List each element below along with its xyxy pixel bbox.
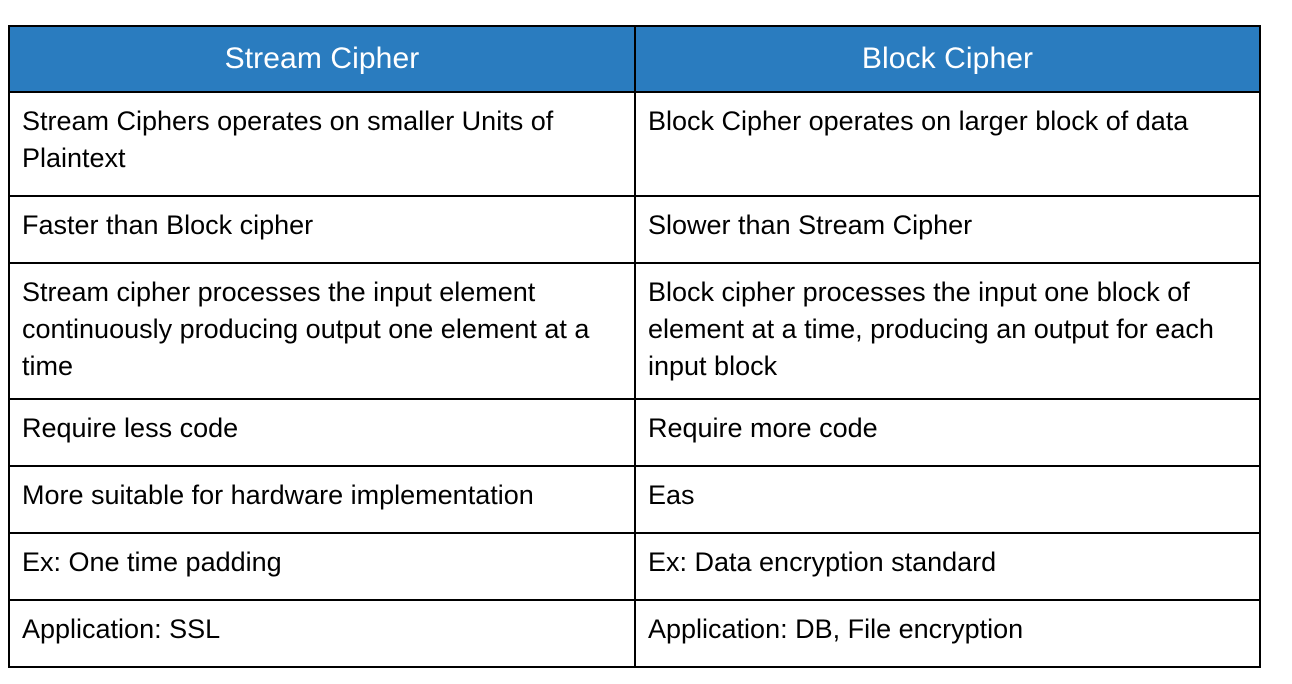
cell-text: Faster than Block cipher bbox=[22, 210, 314, 240]
cell-text: Application: SSL bbox=[22, 614, 221, 644]
table-row: Stream cipher processes the input elemen… bbox=[8, 262, 1261, 400]
table-row: More suitable for hardware implementatio… bbox=[8, 465, 1261, 534]
column-header-block-cipher: Block Cipher bbox=[634, 25, 1261, 93]
cell-text: Stream Ciphers operates on smaller Units… bbox=[22, 106, 554, 173]
table-row: Stream Ciphers operates on smaller Units… bbox=[8, 91, 1261, 197]
table-row: Ex: One time padding Ex: Data encryption… bbox=[8, 532, 1261, 601]
cell-text: Require more code bbox=[648, 413, 878, 443]
cell-block-row-7: Application: DB, File encryption bbox=[634, 599, 1261, 668]
cell-block-row-2: Slower than Stream Cipher bbox=[634, 195, 1261, 264]
cell-block-row-5: Eas bbox=[634, 465, 1261, 534]
cell-stream-row-1: Stream Ciphers operates on smaller Units… bbox=[8, 91, 636, 197]
header-row: Stream Cipher Block Cipher bbox=[8, 25, 1261, 93]
table-header: Stream Cipher Block Cipher bbox=[8, 25, 1261, 93]
cell-text: Block cipher processes the input one blo… bbox=[648, 277, 1214, 381]
table-body: Stream Ciphers operates on smaller Units… bbox=[8, 91, 1261, 668]
cell-stream-row-6: Ex: One time padding bbox=[8, 532, 636, 601]
cell-block-row-3: Block cipher processes the input one blo… bbox=[634, 262, 1261, 400]
cell-text: Slower than Stream Cipher bbox=[648, 210, 973, 240]
column-header-stream-cipher: Stream Cipher bbox=[8, 25, 636, 93]
cell-block-row-4: Require more code bbox=[634, 398, 1261, 467]
cell-text: Application: DB, File encryption bbox=[648, 614, 1024, 644]
cell-text: Ex: Data encryption standard bbox=[648, 547, 997, 577]
cell-stream-row-5: More suitable for hardware implementatio… bbox=[8, 465, 636, 534]
cell-text: Stream cipher processes the input elemen… bbox=[22, 277, 590, 381]
cell-text: Ex: One time padding bbox=[22, 547, 282, 577]
cell-stream-row-2: Faster than Block cipher bbox=[8, 195, 636, 264]
table-row: Require less code Require more code bbox=[8, 398, 1261, 467]
table-row: Application: SSL Application: DB, File e… bbox=[8, 599, 1261, 668]
cell-stream-row-4: Require less code bbox=[8, 398, 636, 467]
cell-text: Require less code bbox=[22, 413, 239, 443]
cell-text: Block Cipher operates on larger block of… bbox=[648, 106, 1189, 136]
cell-stream-row-7: Application: SSL bbox=[8, 599, 636, 668]
cell-block-row-6: Ex: Data encryption standard bbox=[634, 532, 1261, 601]
cipher-comparison-table: Stream Cipher Block Cipher Stream Cipher… bbox=[8, 25, 1261, 668]
table-row: Faster than Block cipher Slower than Str… bbox=[8, 195, 1261, 264]
cell-stream-row-3: Stream cipher processes the input elemen… bbox=[8, 262, 636, 400]
cell-text: Eas bbox=[648, 480, 695, 510]
cell-text: More suitable for hardware implementatio… bbox=[22, 480, 534, 510]
cell-block-row-1: Block Cipher operates on larger block of… bbox=[634, 91, 1261, 197]
